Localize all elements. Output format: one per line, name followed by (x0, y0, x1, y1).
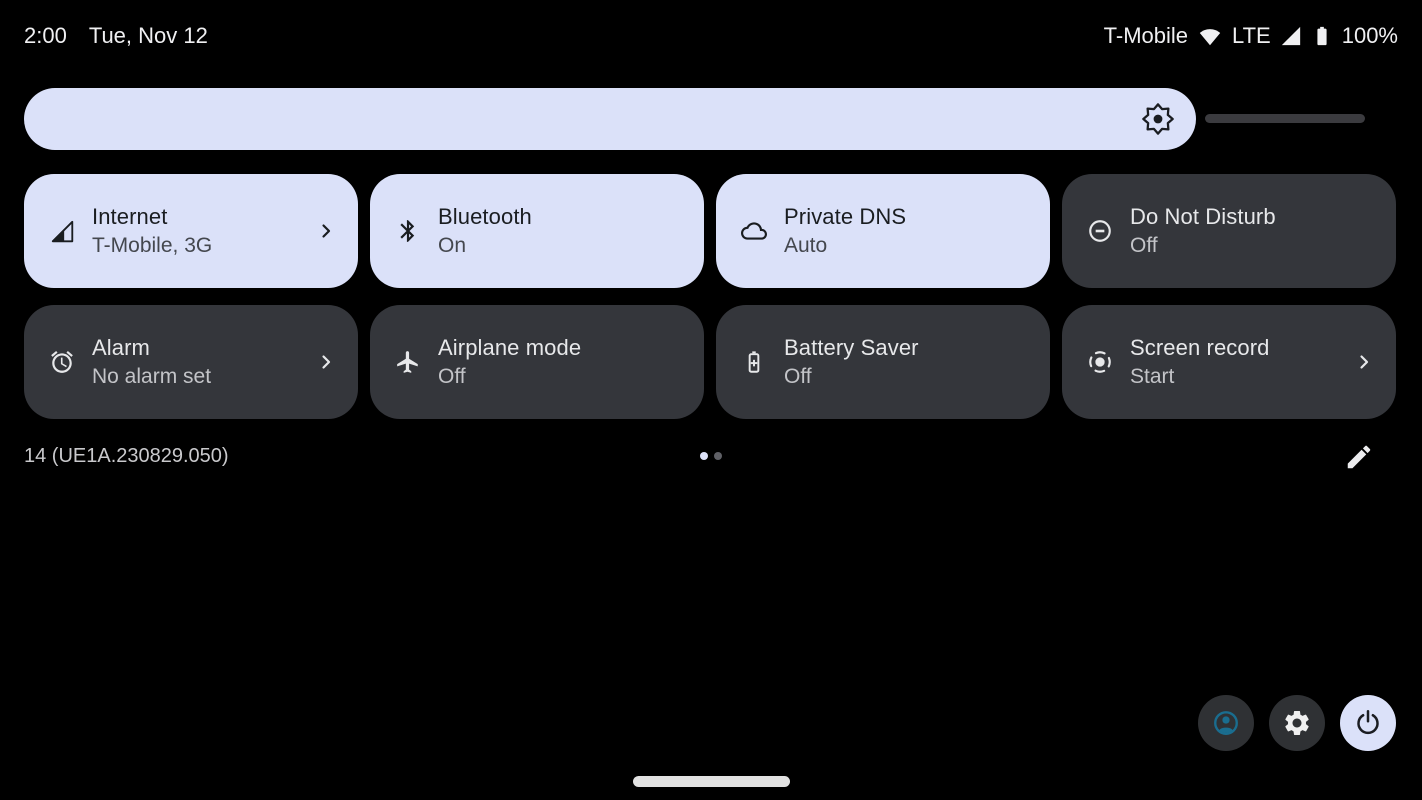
tile-title: Battery Saver (784, 335, 919, 360)
tile-title: Bluetooth (438, 204, 532, 229)
edit-tiles-button[interactable] (1344, 442, 1374, 472)
alarm-icon (49, 349, 75, 375)
gear-icon (1282, 708, 1312, 738)
carrier-label: T-Mobile (1103, 23, 1188, 48)
battery-saver-icon (741, 349, 767, 375)
battery-percent-label: 100% (1341, 23, 1398, 48)
tile-title: Do Not Disturb (1130, 204, 1276, 229)
chevron-right-icon (314, 219, 338, 243)
wifi-icon (1197, 23, 1223, 49)
tile-battery-saver[interactable]: Battery Saver Off (716, 305, 1050, 419)
screen-record-icon (1087, 349, 1113, 375)
brightness-slider[interactable] (24, 88, 1196, 150)
cellular-signal-icon (1280, 25, 1302, 47)
tile-title: Internet (92, 204, 168, 229)
tile-subtitle: On (438, 234, 467, 257)
brightness-icon (1142, 103, 1174, 135)
clock: 2:00 (24, 23, 67, 48)
page-dot-active (700, 452, 708, 460)
do-not-disturb-icon (1087, 218, 1113, 244)
tile-subtitle: Start (1130, 365, 1175, 388)
brightness-track[interactable] (1205, 114, 1365, 123)
tile-title: Private DNS (784, 204, 907, 229)
settings-button[interactable] (1269, 695, 1325, 751)
tile-airplane-mode[interactable]: Airplane mode Off (370, 305, 704, 419)
tile-subtitle: T-Mobile, 3G (92, 234, 213, 257)
user-switcher-button[interactable] (1198, 695, 1254, 751)
status-bar: 2:00 Tue, Nov 12 T-Mobile LTE 100% (24, 20, 1398, 52)
cellular-signal-icon (49, 218, 75, 244)
user-avatar-icon (1211, 708, 1241, 738)
power-icon (1353, 708, 1383, 738)
tile-title: Screen record (1130, 335, 1270, 360)
chevron-right-icon (1352, 350, 1376, 374)
power-button[interactable] (1340, 695, 1396, 751)
page-dot-inactive (714, 452, 722, 460)
tile-title: Alarm (92, 335, 150, 360)
build-number: 14 (UE1A.230829.050) (24, 445, 229, 467)
tile-subtitle: No alarm set (92, 365, 212, 388)
network-type-label: LTE (1232, 23, 1271, 48)
tile-title: Airplane mode (438, 335, 582, 360)
tile-internet[interactable]: Internet T-Mobile, 3G (24, 174, 358, 288)
airplane-icon (395, 349, 421, 375)
tile-private-dns[interactable]: Private DNS Auto (716, 174, 1050, 288)
page-indicator (0, 452, 1422, 460)
battery-icon (1311, 23, 1333, 49)
tile-subtitle: Auto (784, 234, 828, 257)
date: Tue, Nov 12 (88, 23, 208, 48)
home-gesture-bar[interactable] (633, 776, 790, 787)
cloud-icon (741, 218, 767, 244)
tile-bluetooth[interactable]: Bluetooth On (370, 174, 704, 288)
tile-screen-record[interactable]: Screen record Start (1062, 305, 1396, 419)
tile-do-not-disturb[interactable]: Do Not Disturb Off (1062, 174, 1396, 288)
quick-settings-grid: Internet T-Mobile, 3G Bluetooth On Priva… (24, 174, 1396, 419)
tile-subtitle: Off (1130, 234, 1158, 257)
tile-alarm[interactable]: Alarm No alarm set (24, 305, 358, 419)
pencil-icon (1344, 445, 1374, 476)
bluetooth-icon (395, 218, 421, 244)
tile-subtitle: Off (438, 365, 466, 388)
tile-subtitle: Off (784, 365, 812, 388)
chevron-right-icon (314, 350, 338, 374)
